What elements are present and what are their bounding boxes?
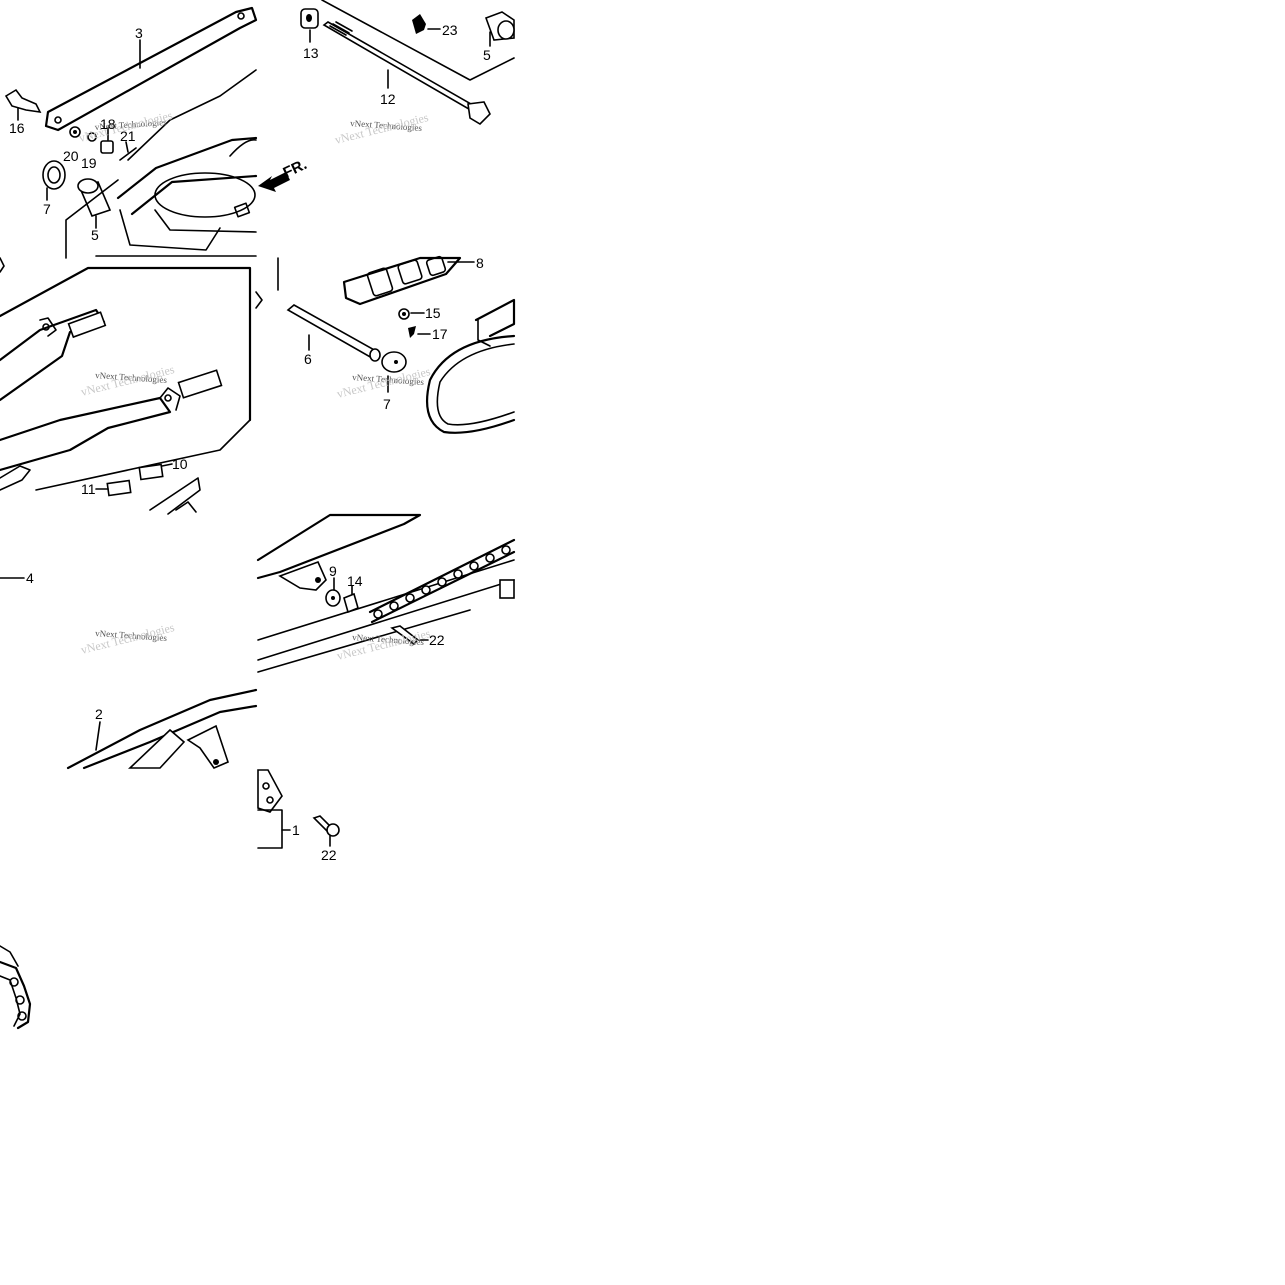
torque-link-part: [44, 6, 258, 132]
screw-part: [408, 326, 416, 338]
callout-5: 5: [91, 227, 99, 243]
callout-22: 22: [429, 632, 445, 648]
front-label: FR.: [281, 156, 310, 182]
callout-16: 16: [9, 120, 25, 136]
front-arrow: [258, 172, 290, 192]
callout-6: 6: [304, 351, 312, 367]
chain-loop: [426, 334, 516, 434]
sticker-part: [106, 479, 132, 497]
swingarm-lower-arm: [256, 513, 422, 580]
callout-15: 15: [425, 305, 441, 321]
callout-8: 8: [476, 255, 484, 271]
tile-swingarm-front: FR. vNext Technologies vNext Technologie…: [4, 6, 310, 259]
chain-case-part: [66, 688, 258, 770]
callout-14: 14: [347, 573, 363, 589]
callout-12: 12: [380, 91, 396, 107]
swingarm-pivot-body: [116, 136, 258, 200]
bolt-part: [4, 88, 42, 114]
collar-part: [343, 592, 359, 614]
tile-swingarm-arms: vNext Technologies vNext Technologies 10…: [0, 257, 263, 515]
pivot-bolt-head: [467, 101, 491, 126]
grease-fitting-part: [412, 14, 426, 34]
callout-3: 3: [135, 25, 143, 41]
swingarm-frame: [0, 266, 252, 422]
callout-21: 21: [120, 128, 136, 144]
callout-18: 18: [100, 116, 116, 132]
axle-slot: [67, 311, 107, 339]
callout-7: 7: [43, 201, 51, 217]
callout-10: 10: [172, 456, 188, 472]
callout-11: 11: [81, 481, 96, 497]
callout-22: 22: [321, 847, 337, 863]
callout-9: 9: [329, 563, 337, 579]
castle-nut-part: [100, 140, 114, 154]
washer-part: [87, 132, 97, 142]
callout-19: 19: [81, 155, 97, 171]
callout-1: 1: [292, 822, 300, 838]
callout-2: 2: [95, 706, 103, 722]
sticker-part: [138, 463, 164, 481]
callout-17: 17: [432, 326, 448, 342]
tile-pivot-bolt: vNext Technologies vNext Technologies 13…: [300, 0, 515, 147]
bolt-part: [390, 625, 420, 646]
callout-4: 4: [26, 570, 34, 586]
tile-chain-case: vNext Technologies vNext Technologies 4 …: [0, 570, 258, 770]
callout-7: 7: [383, 396, 391, 412]
callout-13: 13: [303, 45, 319, 61]
chain-fragment: [0, 945, 32, 1030]
tile-chain-slider: vNext Technologies vNext Technologies 8 …: [277, 255, 516, 434]
tile-drive-chain: vNext Technologies vNext Technologies 9 …: [256, 513, 516, 863]
pivot-collar-part: [286, 304, 380, 359]
dust-seal-part: [42, 160, 66, 190]
callout-5: 5: [483, 47, 491, 63]
chain-slider-part: [342, 256, 462, 306]
axle-slot: [177, 369, 223, 399]
chain-guide-part: [474, 298, 516, 338]
callout-20: 20: [63, 148, 79, 164]
drive-chain-part: [368, 538, 516, 624]
callout-23: 23: [442, 22, 458, 38]
